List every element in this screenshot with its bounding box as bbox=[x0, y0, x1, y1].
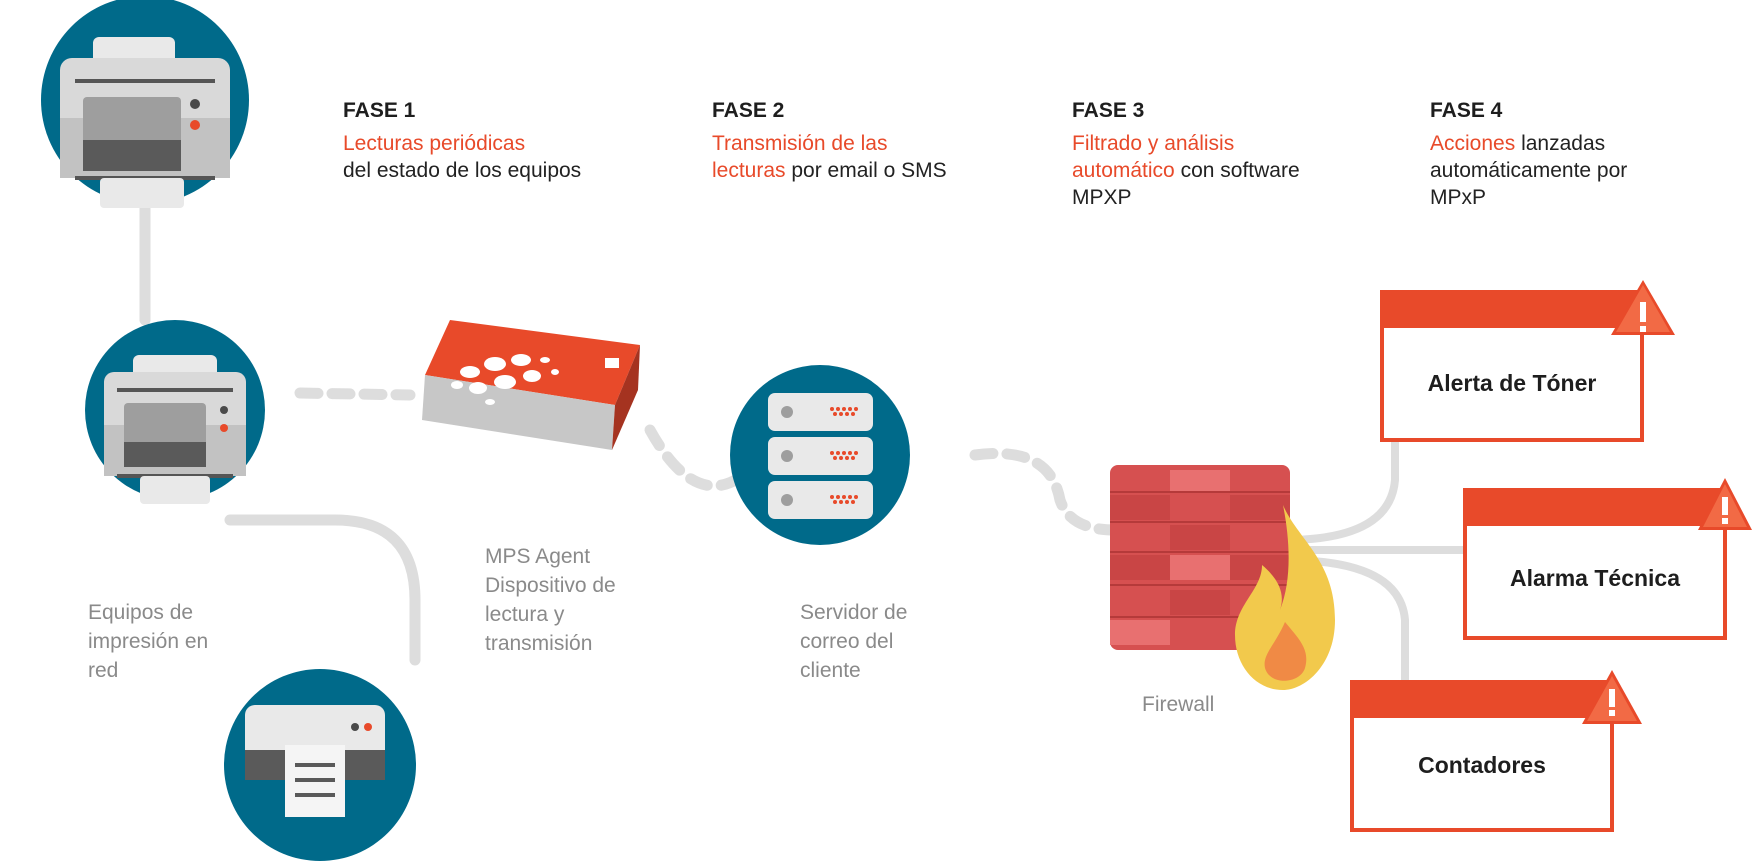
alert-label-contadores: Contadores bbox=[1418, 752, 1546, 778]
phase-title: FASE 1 bbox=[343, 99, 416, 122]
printer-node-bottom bbox=[224, 669, 416, 861]
phase-highlight: Lecturas periódicas bbox=[343, 132, 526, 155]
phase-description: Filtrado y análisis automático con softw… bbox=[1072, 130, 1312, 211]
flame-icon bbox=[1235, 505, 1335, 690]
caption-firewall: Firewall bbox=[1142, 693, 1215, 716]
phase-highlight: Acciones bbox=[1430, 132, 1516, 155]
phase-text: del estado de los equipos bbox=[343, 159, 582, 182]
alert-label-tecnica: Alarma Técnica bbox=[1509, 565, 1681, 591]
phase-text: con software MPXP bbox=[1072, 159, 1300, 209]
phase-title: FASE 4 bbox=[1430, 99, 1503, 122]
connector-bottom-printer bbox=[224, 514, 421, 666]
phase-text: por email o SMS bbox=[791, 159, 947, 182]
phase-title: FASE 2 bbox=[712, 99, 785, 122]
phase-description: Lecturas periódicas del estado de los equ… bbox=[343, 130, 603, 184]
caption-agent: MPS Agent Dispositivo de lectura y trans… bbox=[485, 545, 616, 655]
mps-agent-device bbox=[422, 320, 640, 450]
warning-icon bbox=[1611, 280, 1675, 335]
connector-printer-agent bbox=[294, 387, 416, 401]
alert-label-toner: Alerta de Tóner bbox=[1427, 370, 1597, 396]
phase-title: FASE 3 bbox=[1072, 99, 1145, 122]
printer-node-top bbox=[41, 0, 249, 208]
connector-agent-server bbox=[644, 424, 761, 492]
warning-icon bbox=[1582, 670, 1642, 724]
connector-firewall-alert1 bbox=[1281, 436, 1399, 544]
caption-printers: Equipos de impresión en red bbox=[88, 601, 209, 682]
firewall-icon bbox=[1110, 465, 1290, 650]
caption-server: Servidor de correo del cliente bbox=[800, 601, 908, 682]
alert-box-tecnica bbox=[1463, 478, 1752, 640]
phase-highlight: Filtrado y análisis automático bbox=[1072, 132, 1235, 182]
phase-highlight: Transmisión de las lecturas bbox=[712, 132, 888, 182]
phase-1: FASE 1 Lecturas periódicas del estado de … bbox=[343, 97, 603, 184]
phase-description: Acciones lanzadas automáticamente por MP… bbox=[1430, 130, 1660, 211]
printer-node-middle bbox=[85, 320, 265, 504]
phase-2: FASE 2 Transmisión de las lecturas por e… bbox=[712, 97, 962, 184]
alert-box-contadores bbox=[1350, 670, 1642, 832]
mail-server-node bbox=[730, 365, 910, 545]
warning-icon bbox=[1698, 478, 1752, 530]
phase-text: lanzadas automáticamente por MPxP bbox=[1430, 132, 1628, 209]
phase-3: FASE 3 Filtrado y análisis automático co… bbox=[1072, 97, 1312, 211]
connector-server-firewall bbox=[969, 448, 1121, 536]
connectors bbox=[139, 194, 1469, 689]
phase-description: Transmisión de las lecturas por email o … bbox=[712, 130, 962, 184]
alert-box-toner bbox=[1380, 280, 1675, 442]
phase-4: FASE 4 Acciones lanzadas automáticamente… bbox=[1430, 97, 1660, 211]
